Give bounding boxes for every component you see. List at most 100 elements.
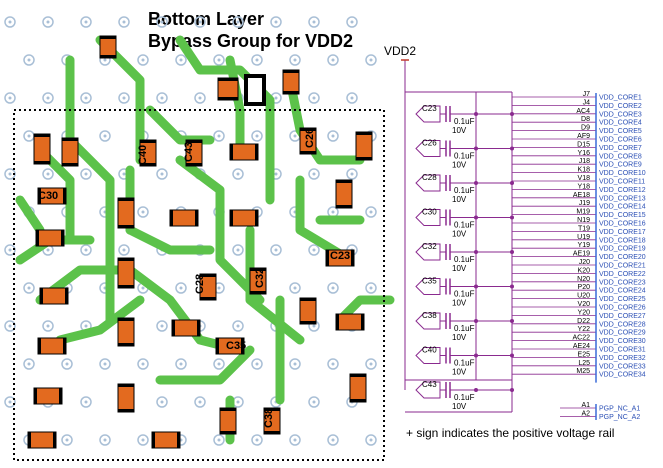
pin-number: D8 [581, 116, 590, 123]
pad-terminal [177, 432, 180, 448]
via-hole [274, 248, 278, 252]
cap-ref: C38 [422, 311, 437, 320]
via [346, 16, 358, 28]
net-label: VDD_CORE24 [599, 288, 646, 295]
via [194, 396, 206, 408]
via-hole [274, 96, 278, 100]
pin-number: P20 [578, 284, 591, 291]
pad-terminal [118, 225, 134, 228]
via [251, 358, 263, 370]
via-hole [331, 58, 335, 62]
via-hole [8, 248, 12, 252]
pin-number: AC22 [572, 335, 590, 342]
via-hole [141, 286, 145, 290]
via-hole [331, 438, 335, 442]
pad-terminal [118, 343, 134, 346]
via [308, 396, 320, 408]
pin-number: AF9 [577, 133, 590, 140]
pin-number: AE24 [573, 343, 590, 350]
pad-terminal [53, 432, 56, 448]
via-hole [255, 438, 259, 442]
net-label: VDD_CORE2 [599, 103, 642, 110]
ground-symbol [415, 174, 441, 192]
via-hole [217, 286, 221, 290]
pad-terminal [34, 388, 37, 404]
net-label: VDD_CORE25 [599, 296, 646, 303]
via [346, 92, 358, 104]
pad-terminal [218, 78, 238, 81]
via-hole [236, 248, 240, 252]
pad-terminal [300, 128, 316, 131]
via [80, 16, 92, 28]
via-hole [369, 58, 373, 62]
via-hole [179, 286, 183, 290]
ground-symbol [415, 140, 441, 157]
via-hole [217, 438, 221, 442]
pin-number: AE18 [573, 192, 590, 199]
pcb-label-c32: C32 [254, 268, 266, 288]
pad-terminal [356, 157, 372, 160]
via [4, 16, 16, 28]
pin-number: V18 [578, 175, 591, 182]
pad-terminal [200, 274, 216, 277]
via-hole [46, 324, 50, 328]
via [194, 92, 206, 104]
pin-number: Y18 [578, 183, 591, 190]
via-hole [46, 96, 50, 100]
component-boundary [13, 109, 385, 461]
via-hole [198, 20, 202, 24]
pad-terminal [195, 210, 198, 226]
via [270, 16, 282, 28]
pad-terminal [118, 384, 134, 387]
pad-terminal [230, 144, 233, 160]
pcb-label-c23: C23 [330, 250, 350, 262]
pad-terminal [361, 314, 364, 330]
via [232, 320, 244, 332]
via [137, 54, 149, 66]
pad-terminal [336, 180, 352, 183]
pin-number: A1 [581, 402, 590, 409]
pad-terminal [38, 338, 41, 354]
via-hole [122, 20, 126, 24]
via [213, 54, 225, 66]
via-hole [312, 96, 316, 100]
pin-number: K20 [578, 267, 591, 274]
via-hole [46, 20, 50, 24]
pad-terminal [40, 288, 43, 304]
via-hole [27, 362, 31, 366]
via [232, 16, 244, 28]
pad-terminal [28, 432, 31, 448]
net-label: VDD_CORE21 [599, 263, 646, 270]
cap-ref: C26 [422, 139, 437, 148]
via-hole [103, 134, 107, 138]
via-hole [331, 134, 335, 138]
pad-terminal [326, 250, 329, 266]
via-hole [8, 20, 12, 24]
pad-terminal [63, 338, 66, 354]
via [156, 16, 168, 28]
pin-number: K18 [578, 167, 591, 174]
via [289, 434, 301, 446]
pad-terminal [118, 409, 134, 412]
pin-number: J19 [579, 200, 590, 207]
pin-number: M25 [576, 368, 590, 375]
via [365, 54, 377, 66]
cap-voltage: 10V [452, 264, 467, 273]
pin-number: D15 [577, 141, 590, 148]
via-hole [160, 96, 164, 100]
via [80, 244, 92, 256]
pin-number: N20 [577, 276, 590, 283]
via [23, 282, 35, 294]
via [308, 244, 320, 256]
